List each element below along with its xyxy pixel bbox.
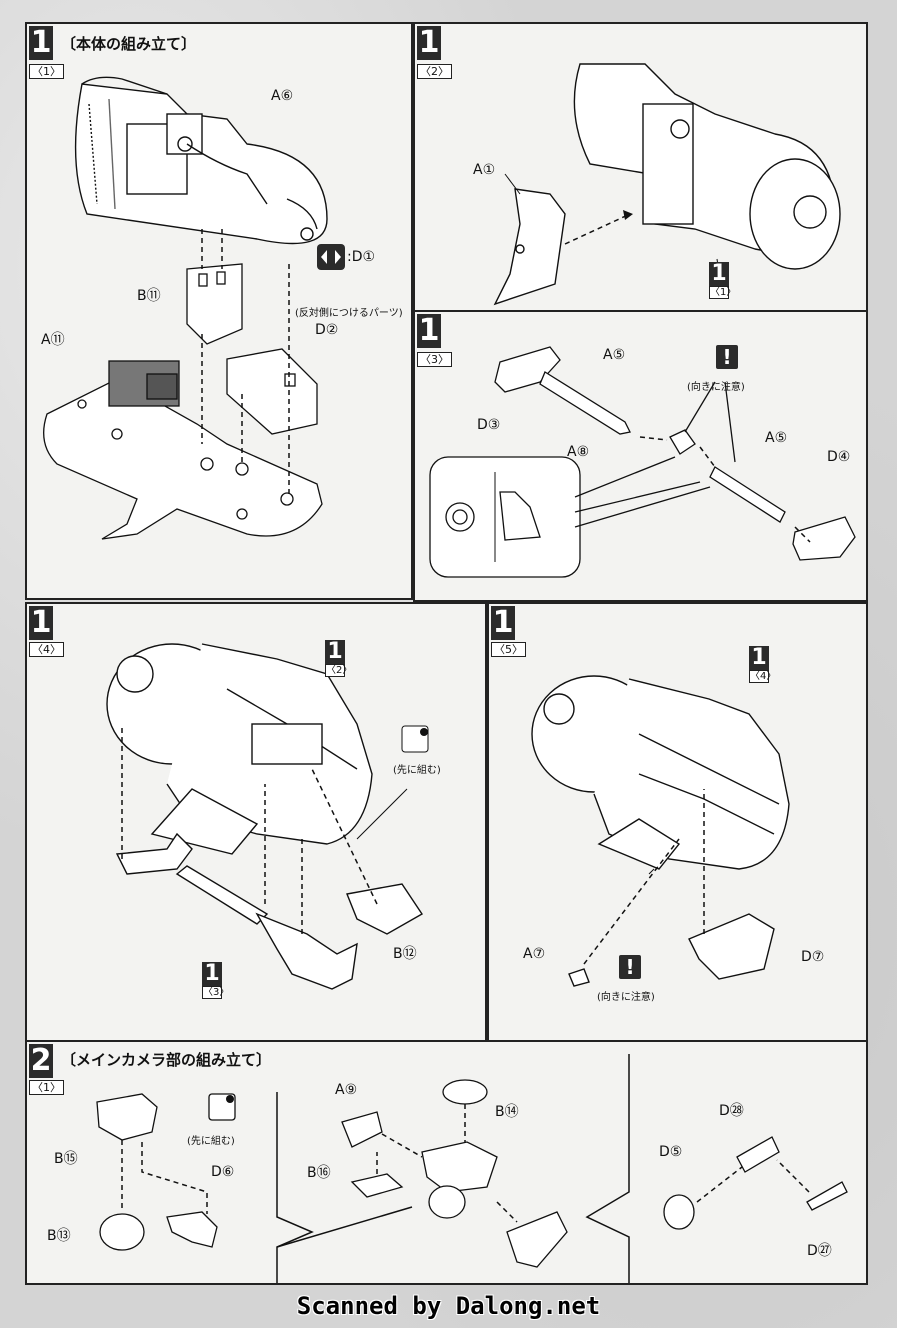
panel-step2-1: 2 〔メインカメラ部の組み立て〕 〈1〉: [25, 1040, 868, 1285]
substep-label: 〈1〉: [29, 1080, 64, 1095]
substep-label: 〈3〉: [417, 352, 452, 367]
part-label-b12: B⑫: [393, 946, 417, 962]
part-label-a8: A⑧: [567, 444, 590, 460]
panel-step1-4: 1 〈4〉 1 〈2〉 1 〈3〉 (先に組む): [25, 602, 487, 1042]
orientation-note: (向きに注意): [597, 992, 655, 1003]
part-label-d7: D⑦: [801, 949, 825, 965]
part-label-a1: A①: [473, 162, 496, 178]
opposite-side-label: :D①: [347, 249, 376, 265]
assemble-first-note: (先に組む): [187, 1136, 235, 1147]
part-label-a7: A⑦: [523, 946, 546, 962]
step-badge: 1: [29, 26, 53, 60]
part-label-a6: A⑥: [271, 88, 294, 104]
step-badge: 1: [29, 606, 53, 640]
opposite-side-note: (反対側につけるパーツ): [295, 308, 403, 319]
ref-substep: 〈2〉: [325, 664, 353, 677]
step-number: 2: [29, 1043, 53, 1078]
panel-step1-2: 1 〈2〉 A① 1 〈1〉: [413, 22, 868, 312]
part-label-b15: B⑮: [54, 1151, 78, 1167]
step-number: 1: [417, 313, 441, 348]
part-label-a5-bottom: A⑤: [765, 430, 788, 446]
step-number: 1: [417, 25, 441, 60]
part-label-d6: D⑥: [211, 1164, 235, 1180]
part-label-d28: D㉘: [719, 1103, 744, 1119]
assembly-diagram: [96, 1054, 848, 1283]
part-label-d27: D㉗: [807, 1243, 832, 1259]
ref-number: 1: [709, 262, 729, 286]
panel-step1-3: 1 〈3〉 A⑤ D③ A⑧ A⑤ D④ ! (向きに注意): [413, 310, 868, 602]
step-title: 〔本体の組み立て〕: [61, 35, 197, 53]
step-number: 1: [491, 605, 515, 640]
step-reference: 1 〈4〉: [749, 646, 777, 683]
substep-label: 〈2〉: [417, 64, 452, 79]
step-number: 1: [29, 605, 53, 640]
part-label-d5: D⑤: [659, 1144, 683, 1160]
step-reference-top: 1 〈2〉: [325, 640, 353, 677]
step-reference-bottom: 1 〈3〉: [202, 962, 230, 999]
part-label-d3: D③: [477, 417, 501, 433]
assembly-diagram: [531, 675, 790, 987]
scan-credit: Scanned by Dalong.net: [296, 1292, 601, 1320]
part-label-a9: A⑨: [335, 1082, 358, 1098]
part-label-d4: D④: [827, 449, 851, 465]
step-badge: 1: [417, 314, 441, 348]
substep-label: 〈5〉: [491, 642, 526, 657]
part-label-b16: B⑯: [307, 1165, 331, 1181]
assembly-diagram: [493, 63, 841, 306]
warning-icon: !: [716, 345, 738, 369]
ref-number: 1: [325, 640, 345, 664]
ref-substep: 〈4〉: [749, 670, 777, 683]
part-label-a11: A⑪: [41, 332, 65, 348]
step-reference: 1 〈1〉: [709, 262, 737, 299]
ref-number: 1: [202, 962, 222, 986]
step-number: 1: [29, 25, 53, 60]
ref-substep: 〈3〉: [202, 986, 230, 999]
step-badge: 2: [29, 1044, 53, 1078]
assembly-diagram: [43, 76, 345, 540]
substep-label: 〈1〉: [29, 64, 64, 79]
orientation-note: (向きに注意): [687, 382, 745, 393]
warning-icon: !: [619, 955, 641, 979]
substep-label: 〈4〉: [29, 642, 64, 657]
part-label-b11: B⑪: [137, 288, 161, 304]
part-label-b13: B⑬: [47, 1228, 71, 1244]
step-badge: 1: [417, 26, 441, 60]
assemble-first-note: (先に組む): [393, 765, 441, 776]
part-label-a5-top: A⑤: [603, 347, 626, 363]
panel-step1-5: 1 〈5〉 1 〈4〉 A⑦ D⑦ ! (向きに注意): [487, 602, 868, 1042]
ref-number: 1: [749, 646, 769, 670]
ref-substep: 〈1〉: [709, 286, 737, 299]
assembly-diagram: [429, 346, 856, 578]
step-title: 〔メインカメラ部の組み立て〕: [61, 1051, 272, 1069]
part-label-d2: D②: [315, 322, 339, 338]
assembly-diagram: [106, 643, 429, 990]
part-label-b14: B⑭: [495, 1104, 519, 1120]
panel-step1-1: 1 〔本体の組み立て〕 〈1〉: [25, 22, 413, 600]
step-badge: 1: [491, 606, 515, 640]
